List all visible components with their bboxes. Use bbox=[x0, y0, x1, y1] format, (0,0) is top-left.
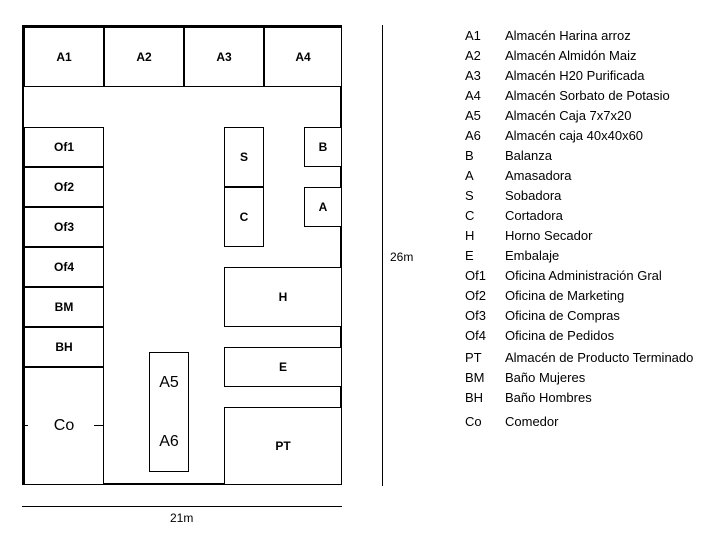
legend-code: BM bbox=[465, 370, 485, 385]
machine-c-label: C bbox=[239, 210, 249, 224]
legend-desc: Amasadora bbox=[505, 168, 572, 183]
room-a4: A4 bbox=[264, 27, 342, 87]
legend-desc: Baño Hombres bbox=[505, 390, 592, 405]
co-tick-left bbox=[22, 425, 28, 426]
legend-desc: Oficina Administración Gral bbox=[505, 268, 662, 283]
room-a3: A3 bbox=[184, 27, 264, 87]
legend-desc: Almacén Harina arroz bbox=[505, 28, 631, 43]
room-pt-label: PT bbox=[275, 439, 291, 453]
machine-a-label: A bbox=[318, 200, 328, 214]
legend-desc: Almacén de Producto Terminado bbox=[505, 350, 694, 365]
legend-code: A1 bbox=[465, 28, 481, 43]
legend-code: Co bbox=[465, 414, 482, 429]
legend-code: S bbox=[465, 188, 474, 203]
legend-desc: Comedor bbox=[505, 414, 559, 429]
legend-desc: Almacén H20 Purificada bbox=[505, 68, 645, 83]
room-a2-label: A2 bbox=[136, 50, 152, 64]
machine-h: H bbox=[224, 267, 342, 327]
height-dimension-label: 26m bbox=[390, 250, 414, 264]
legend-desc: Almacén Almidón Maiz bbox=[505, 48, 637, 63]
room-bm-label: BM bbox=[54, 300, 74, 314]
legend-desc: Horno Secador bbox=[505, 228, 593, 243]
room-of4: Of4 bbox=[24, 247, 104, 287]
legend-desc: Embalaje bbox=[505, 248, 560, 263]
legend-code: Of1 bbox=[465, 268, 486, 283]
legend-desc: Oficina de Pedidos bbox=[505, 328, 615, 343]
room-a2: A2 bbox=[104, 27, 184, 87]
machine-b: B bbox=[304, 127, 342, 167]
machine-s: S bbox=[224, 127, 264, 187]
machine-a: A bbox=[304, 187, 342, 227]
legend-code: E bbox=[465, 248, 474, 263]
room-of4-label: Of4 bbox=[53, 260, 74, 274]
room-of1-label: Of1 bbox=[53, 140, 74, 154]
room-co: Co bbox=[24, 367, 104, 485]
room-of1: Of1 bbox=[24, 127, 104, 167]
storage-a5-label: A5 bbox=[159, 373, 179, 391]
legend-code: Of3 bbox=[465, 308, 486, 323]
legend-desc: Oficina de Compras bbox=[505, 308, 620, 323]
floor-plan: A1 A2 A3 A4 Of1 Of2 Of3 Of4 BM BH Co S C… bbox=[22, 25, 342, 485]
room-a3-label: A3 bbox=[216, 50, 232, 64]
legend-code: A6 bbox=[465, 128, 481, 143]
legend-code: A5 bbox=[465, 108, 481, 123]
legend-desc: Balanza bbox=[505, 148, 552, 163]
room-a1: A1 bbox=[24, 27, 104, 87]
machine-b-label: B bbox=[318, 140, 328, 154]
room-of2: Of2 bbox=[24, 167, 104, 207]
room-pt: PT bbox=[224, 407, 342, 485]
storage-a5-a6: A5 A6 bbox=[149, 352, 189, 472]
legend-desc: Almacén caja 40x40x60 bbox=[505, 128, 644, 143]
width-dimension-line bbox=[22, 506, 342, 507]
room-a4-label: A4 bbox=[295, 50, 311, 64]
room-bh-label: BH bbox=[55, 340, 73, 354]
machine-e: E bbox=[224, 347, 342, 387]
legend-code: BH bbox=[465, 390, 484, 405]
legend-desc: Sobadora bbox=[505, 188, 562, 203]
legend-desc: Baño Mujeres bbox=[505, 370, 586, 385]
machine-h-label: H bbox=[278, 290, 288, 304]
legend-code: B bbox=[465, 148, 474, 163]
height-dimension-line bbox=[382, 25, 383, 486]
room-bh: BH bbox=[24, 327, 104, 367]
machine-c: C bbox=[224, 187, 264, 247]
machine-e-label: E bbox=[278, 360, 287, 374]
room-co-label: Co bbox=[53, 417, 75, 434]
width-dimension-label: 21m bbox=[170, 511, 194, 525]
legend-code: C bbox=[465, 208, 475, 223]
legend-code: Of2 bbox=[465, 288, 486, 303]
room-of2-label: Of2 bbox=[53, 180, 74, 194]
legend-desc: Almacén Sorbato de Potasio bbox=[505, 88, 670, 103]
storage-a6-label: A6 bbox=[159, 432, 179, 450]
legend-code: A4 bbox=[465, 88, 481, 103]
legend-code: Of4 bbox=[465, 328, 486, 343]
room-a1-label: A1 bbox=[56, 50, 72, 64]
room-of3: Of3 bbox=[24, 207, 104, 247]
legend-code: A2 bbox=[465, 48, 481, 63]
legend-code: A3 bbox=[465, 68, 481, 83]
co-tick-right bbox=[94, 425, 104, 426]
legend-desc: Almacén Caja 7x7x20 bbox=[505, 108, 632, 123]
room-of3-label: Of3 bbox=[53, 220, 74, 234]
legend-code: A bbox=[465, 168, 474, 183]
legend-code: H bbox=[465, 228, 475, 243]
legend-desc: Cortadora bbox=[505, 208, 563, 223]
legend-code: PT bbox=[465, 350, 482, 365]
machine-s-label: S bbox=[239, 150, 248, 164]
legend-desc: Oficina de Marketing bbox=[505, 288, 625, 303]
room-bm: BM bbox=[24, 287, 104, 327]
